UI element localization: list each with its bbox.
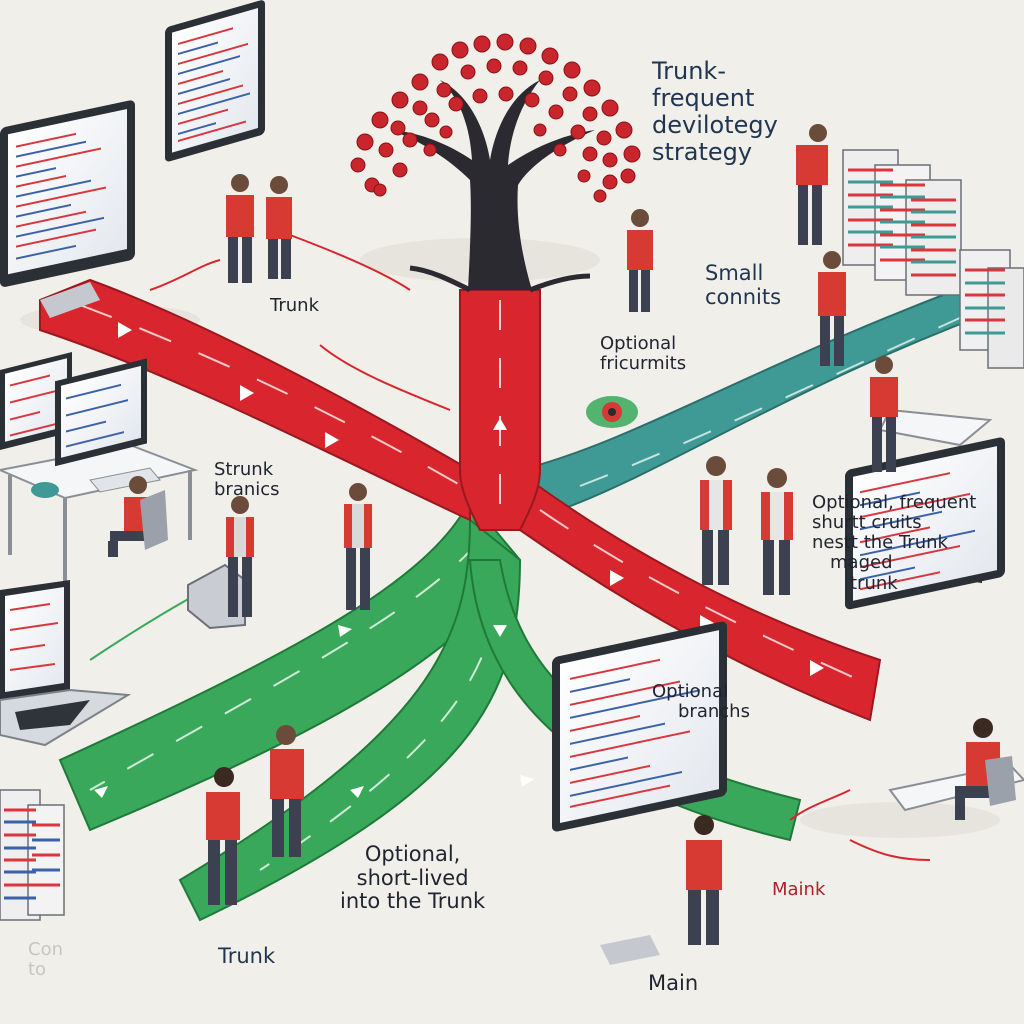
label-line: strategy (652, 137, 753, 166)
label-line: branics (214, 479, 280, 501)
person (206, 767, 240, 905)
label-line: nestt the Trunk (812, 532, 948, 554)
red-trunk-main (459, 289, 541, 531)
label-line: frequent (652, 83, 755, 112)
person (266, 176, 292, 279)
label-line: Optional, frequent (812, 492, 977, 513)
label-line: short-lived (356, 865, 469, 890)
label-line: Strunk (214, 459, 274, 480)
label-optional-fricurmits: Optional fricurmits (600, 333, 687, 375)
person (818, 251, 846, 366)
label-trunk-bottom: Trunk (218, 944, 276, 968)
tree-illustration (350, 33, 641, 293)
person (108, 476, 168, 557)
person (955, 718, 1016, 820)
label-main: Main (648, 971, 699, 995)
person (627, 209, 653, 312)
person (700, 456, 732, 585)
label-trunk-strategy: Trunk- frequent devilotegy strategy (652, 58, 778, 166)
label-line: Con (28, 939, 63, 960)
label-line: connits (705, 284, 782, 309)
label-maink: Maink (772, 879, 826, 900)
label-line: Trunk- (652, 57, 726, 85)
laptop-left (0, 580, 132, 747)
red-trunk-left-arm (39, 278, 471, 522)
label-trunk-top: Trunk (270, 295, 319, 316)
server-stack-top-right (842, 149, 1024, 369)
watermark-text: Con to (28, 939, 63, 981)
person (270, 725, 304, 857)
monitor-top-center-left (165, 0, 265, 162)
server-stack-bottom-left (0, 789, 65, 921)
connector-lines (89, 234, 931, 861)
label-line: maged (830, 552, 893, 574)
person (344, 483, 372, 610)
red-trunk-right-arm (518, 478, 882, 722)
label-optional-short-lived: Optional, short-lived into the Trunk (340, 842, 486, 914)
people (108, 124, 1016, 945)
person (761, 468, 793, 595)
desk-workstation-left (0, 352, 199, 590)
person (796, 124, 828, 245)
label-optional-branches: Optional branchs (652, 681, 750, 723)
label-optional-frequent: Optional, frequent shurtt cruits nestt t… (812, 492, 977, 594)
person (226, 174, 254, 283)
label-line: Small (705, 261, 764, 285)
label-line: Optional (652, 681, 729, 702)
label-line: to (28, 959, 47, 981)
label-line: devilotegy (652, 110, 778, 139)
monitor-bottom-center (552, 621, 727, 965)
person (870, 356, 898, 472)
label-line: trunk (850, 572, 898, 594)
label-line: Optional, (364, 842, 461, 866)
label-small-commits: Small connits (705, 261, 782, 309)
label-line: fricurmits (600, 353, 687, 375)
eye-icon (586, 396, 638, 428)
label-line: into the Trunk (340, 889, 486, 914)
monitor-top-left (0, 100, 135, 318)
label-line: Optional (600, 333, 677, 354)
label-line: shurtt cruits (812, 512, 922, 534)
person (226, 496, 254, 617)
tree-apples (350, 33, 641, 203)
label-line: branchs (678, 701, 750, 723)
person (686, 815, 722, 945)
label-strunk-branches: Strunk branics (214, 459, 280, 501)
